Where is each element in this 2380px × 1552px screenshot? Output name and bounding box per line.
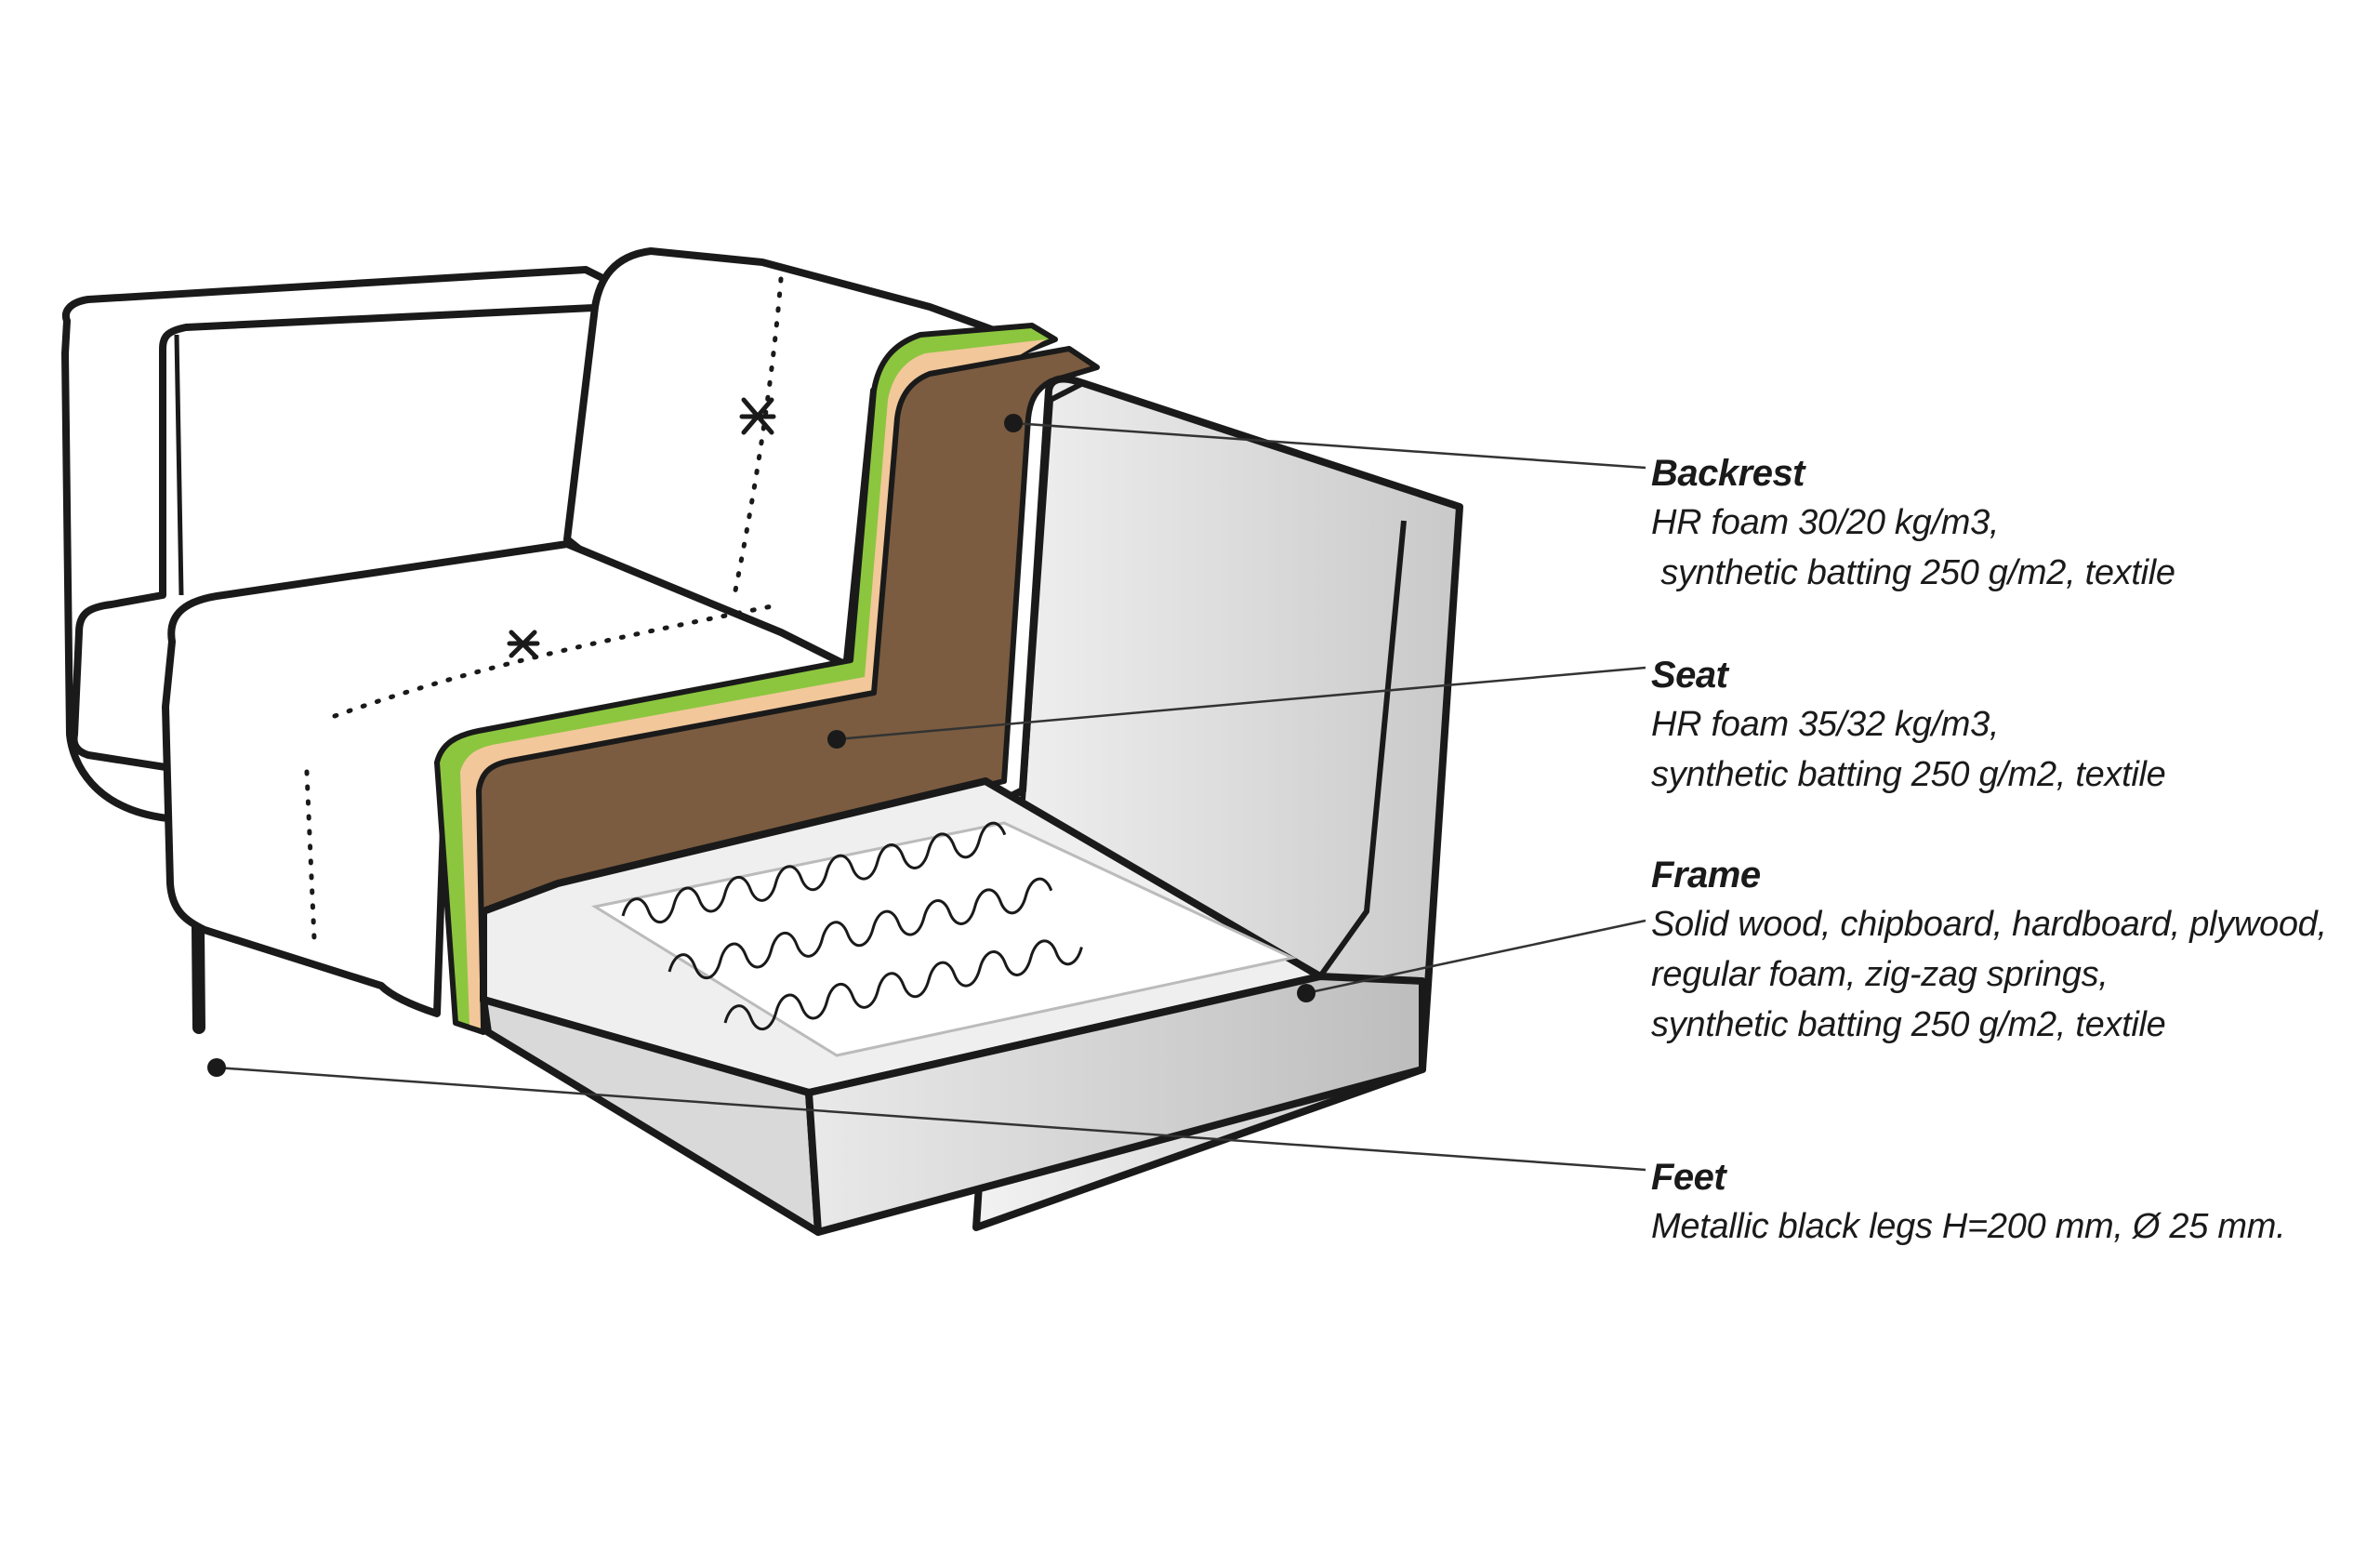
- feet-leader-line: [216, 1066, 1646, 1172]
- frame-callout: Frame Solid wood, chipboard, hardboard, …: [1651, 851, 2327, 1050]
- armrest: [61, 266, 617, 831]
- backrest-marker-dot: [1004, 414, 1023, 432]
- frame-spec-line-1: Solid wood, chipboard, hardboard, plywoo…: [1651, 905, 2327, 944]
- backrest-spec-line-2: synthetic batting 250 g/m2, textile: [1651, 553, 2175, 592]
- frame-title: Frame: [1651, 855, 1761, 895]
- seat-callout: Seat HR foam 35/32 kg/m3, synthetic batt…: [1651, 651, 2166, 800]
- seat-title: Seat: [1651, 655, 1728, 696]
- feet-marker-dot: [207, 1058, 226, 1077]
- backrest-callout: Backrest HR foam 30/20 kg/m3, synthetic …: [1651, 449, 2175, 598]
- feet-title: Feet: [1651, 1157, 1726, 1198]
- seat-spec-line-1: HR foam 35/32 kg/m3,: [1651, 705, 2000, 744]
- seat-spec-line-2: synthetic batting 250 g/m2, textile: [1651, 755, 2166, 794]
- leader-lines: [216, 421, 1646, 1172]
- feet-callout: Feet Metallic black legs H=200 mm, Ø 25 …: [1651, 1153, 2286, 1252]
- frame-spec-line-2: regular foam, zig-zag springs,: [1651, 955, 2109, 994]
- seat-leader-line: [836, 666, 1646, 741]
- frame-leader-line: [1305, 919, 1646, 995]
- frame-base: [480, 777, 1426, 1236]
- seat-tuft-icon: [507, 630, 540, 658]
- seat-marker-dot: [827, 730, 846, 749]
- backrest-tuft-icon: [739, 397, 776, 435]
- zig-zag-springs: [621, 821, 1083, 1030]
- leader-dots: [207, 414, 1316, 1077]
- backrest-title: Backrest: [1651, 453, 1805, 494]
- backrest-spec-line-1: HR foam 30/20 kg/m3,: [1651, 503, 2000, 542]
- frame-marker-dot: [1297, 984, 1316, 1002]
- feet-spec-line-1: Metallic black legs H=200 mm, Ø 25 mm.: [1651, 1207, 2286, 1246]
- frame-spec-line-3: synthetic batting 250 g/m2, textile: [1651, 1005, 2166, 1044]
- backrest-leader-line: [1012, 421, 1646, 470]
